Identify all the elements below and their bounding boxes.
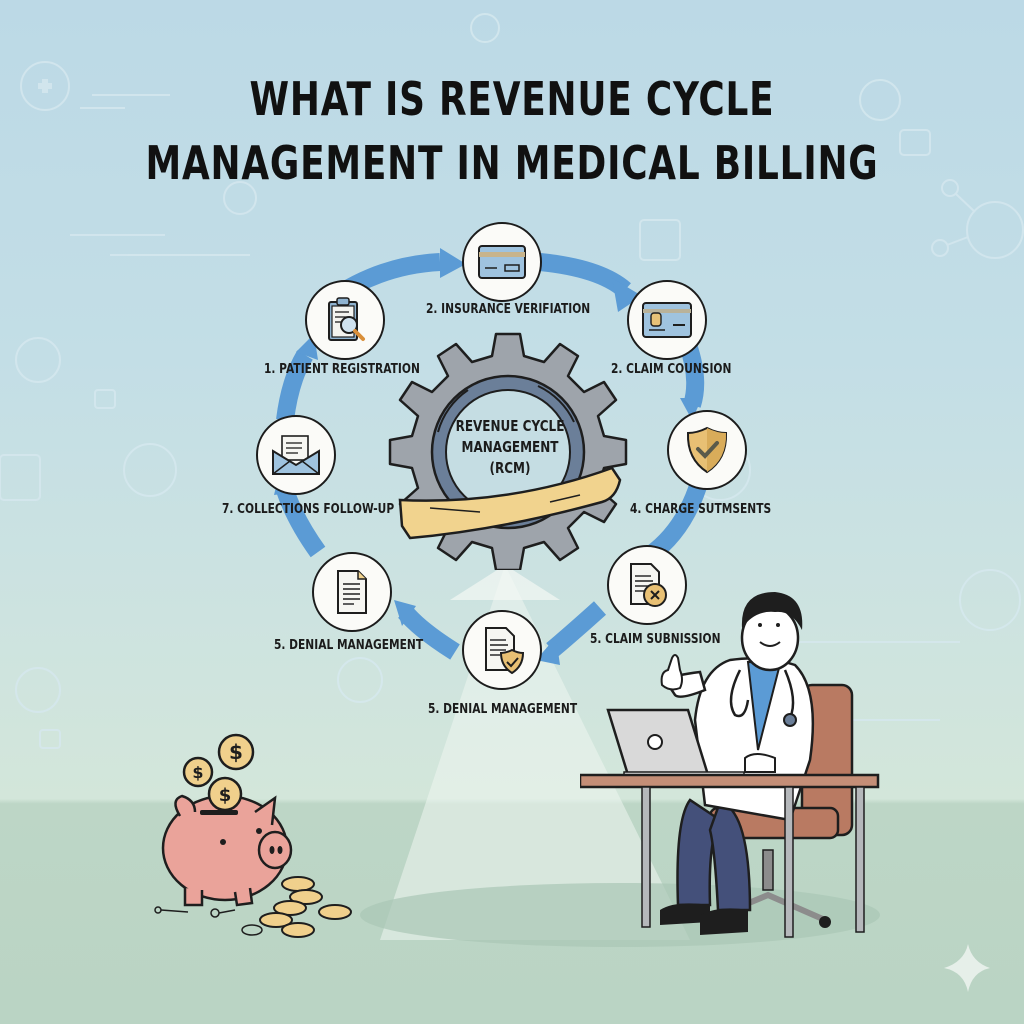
step-label-3: 2. CLAIM COUNSION <box>611 362 732 377</box>
document-icon <box>337 570 367 614</box>
step-node-collections-follow-up <box>256 415 336 495</box>
step-label-5: 5. CLAIM SUBNISSION <box>590 632 721 647</box>
envelope-letter-icon <box>272 435 320 475</box>
step-label-4: 4. CHARGE SUTMSENTS <box>630 502 772 517</box>
step-label-8: 7. COLLECTIONS FOLLOW-UP <box>222 502 395 517</box>
step-node-patient-registration <box>305 280 385 360</box>
step-label-1: 1. PATIENT REGISTRATION <box>264 362 420 377</box>
clipboard-magnifier-icon <box>328 297 365 341</box>
center-label: REVENUE CYCLE MANAGEMENT (RCM) <box>455 417 565 477</box>
step-node-denial-management-left <box>312 552 392 632</box>
gear-icon <box>388 332 628 570</box>
step-label-7: 5. DENIAL MANAGEMENT <box>274 638 424 653</box>
page-title-line-2: MANAGEMENT IN MEDICAL BILLING <box>145 136 879 190</box>
step-node-denial-management-center <box>462 610 542 690</box>
chip-card-icon <box>642 302 692 338</box>
page-title-line-1: WHAT IS REVENUE CYCLE <box>249 72 775 126</box>
shield-check-icon <box>686 426 728 474</box>
step-node-claim-submission <box>607 545 687 625</box>
dollar-coin-icon <box>182 733 255 812</box>
sparkle-icon <box>944 944 990 992</box>
desk <box>580 773 880 789</box>
doctor-illustration <box>580 592 880 938</box>
coin-symbol: $ <box>192 763 203 782</box>
coin-symbol: $ <box>219 785 232 806</box>
step-node-insurance-verification <box>462 222 542 302</box>
step-label-6: 5. DENIAL MANAGEMENT <box>428 702 578 717</box>
step-label-2: 2. INSURANCE VERIFIATION <box>426 302 591 317</box>
coin-symbol: $ <box>229 740 243 764</box>
step-node-charge-submissions <box>667 410 747 490</box>
document-shield-icon <box>485 627 525 675</box>
ribbon <box>398 466 622 540</box>
credit-card-icon <box>478 245 526 279</box>
step-node-claim-counsion <box>627 280 707 360</box>
piggy-bank-illustration: $ $ $ <box>154 733 352 938</box>
document-badge-icon <box>630 563 667 607</box>
